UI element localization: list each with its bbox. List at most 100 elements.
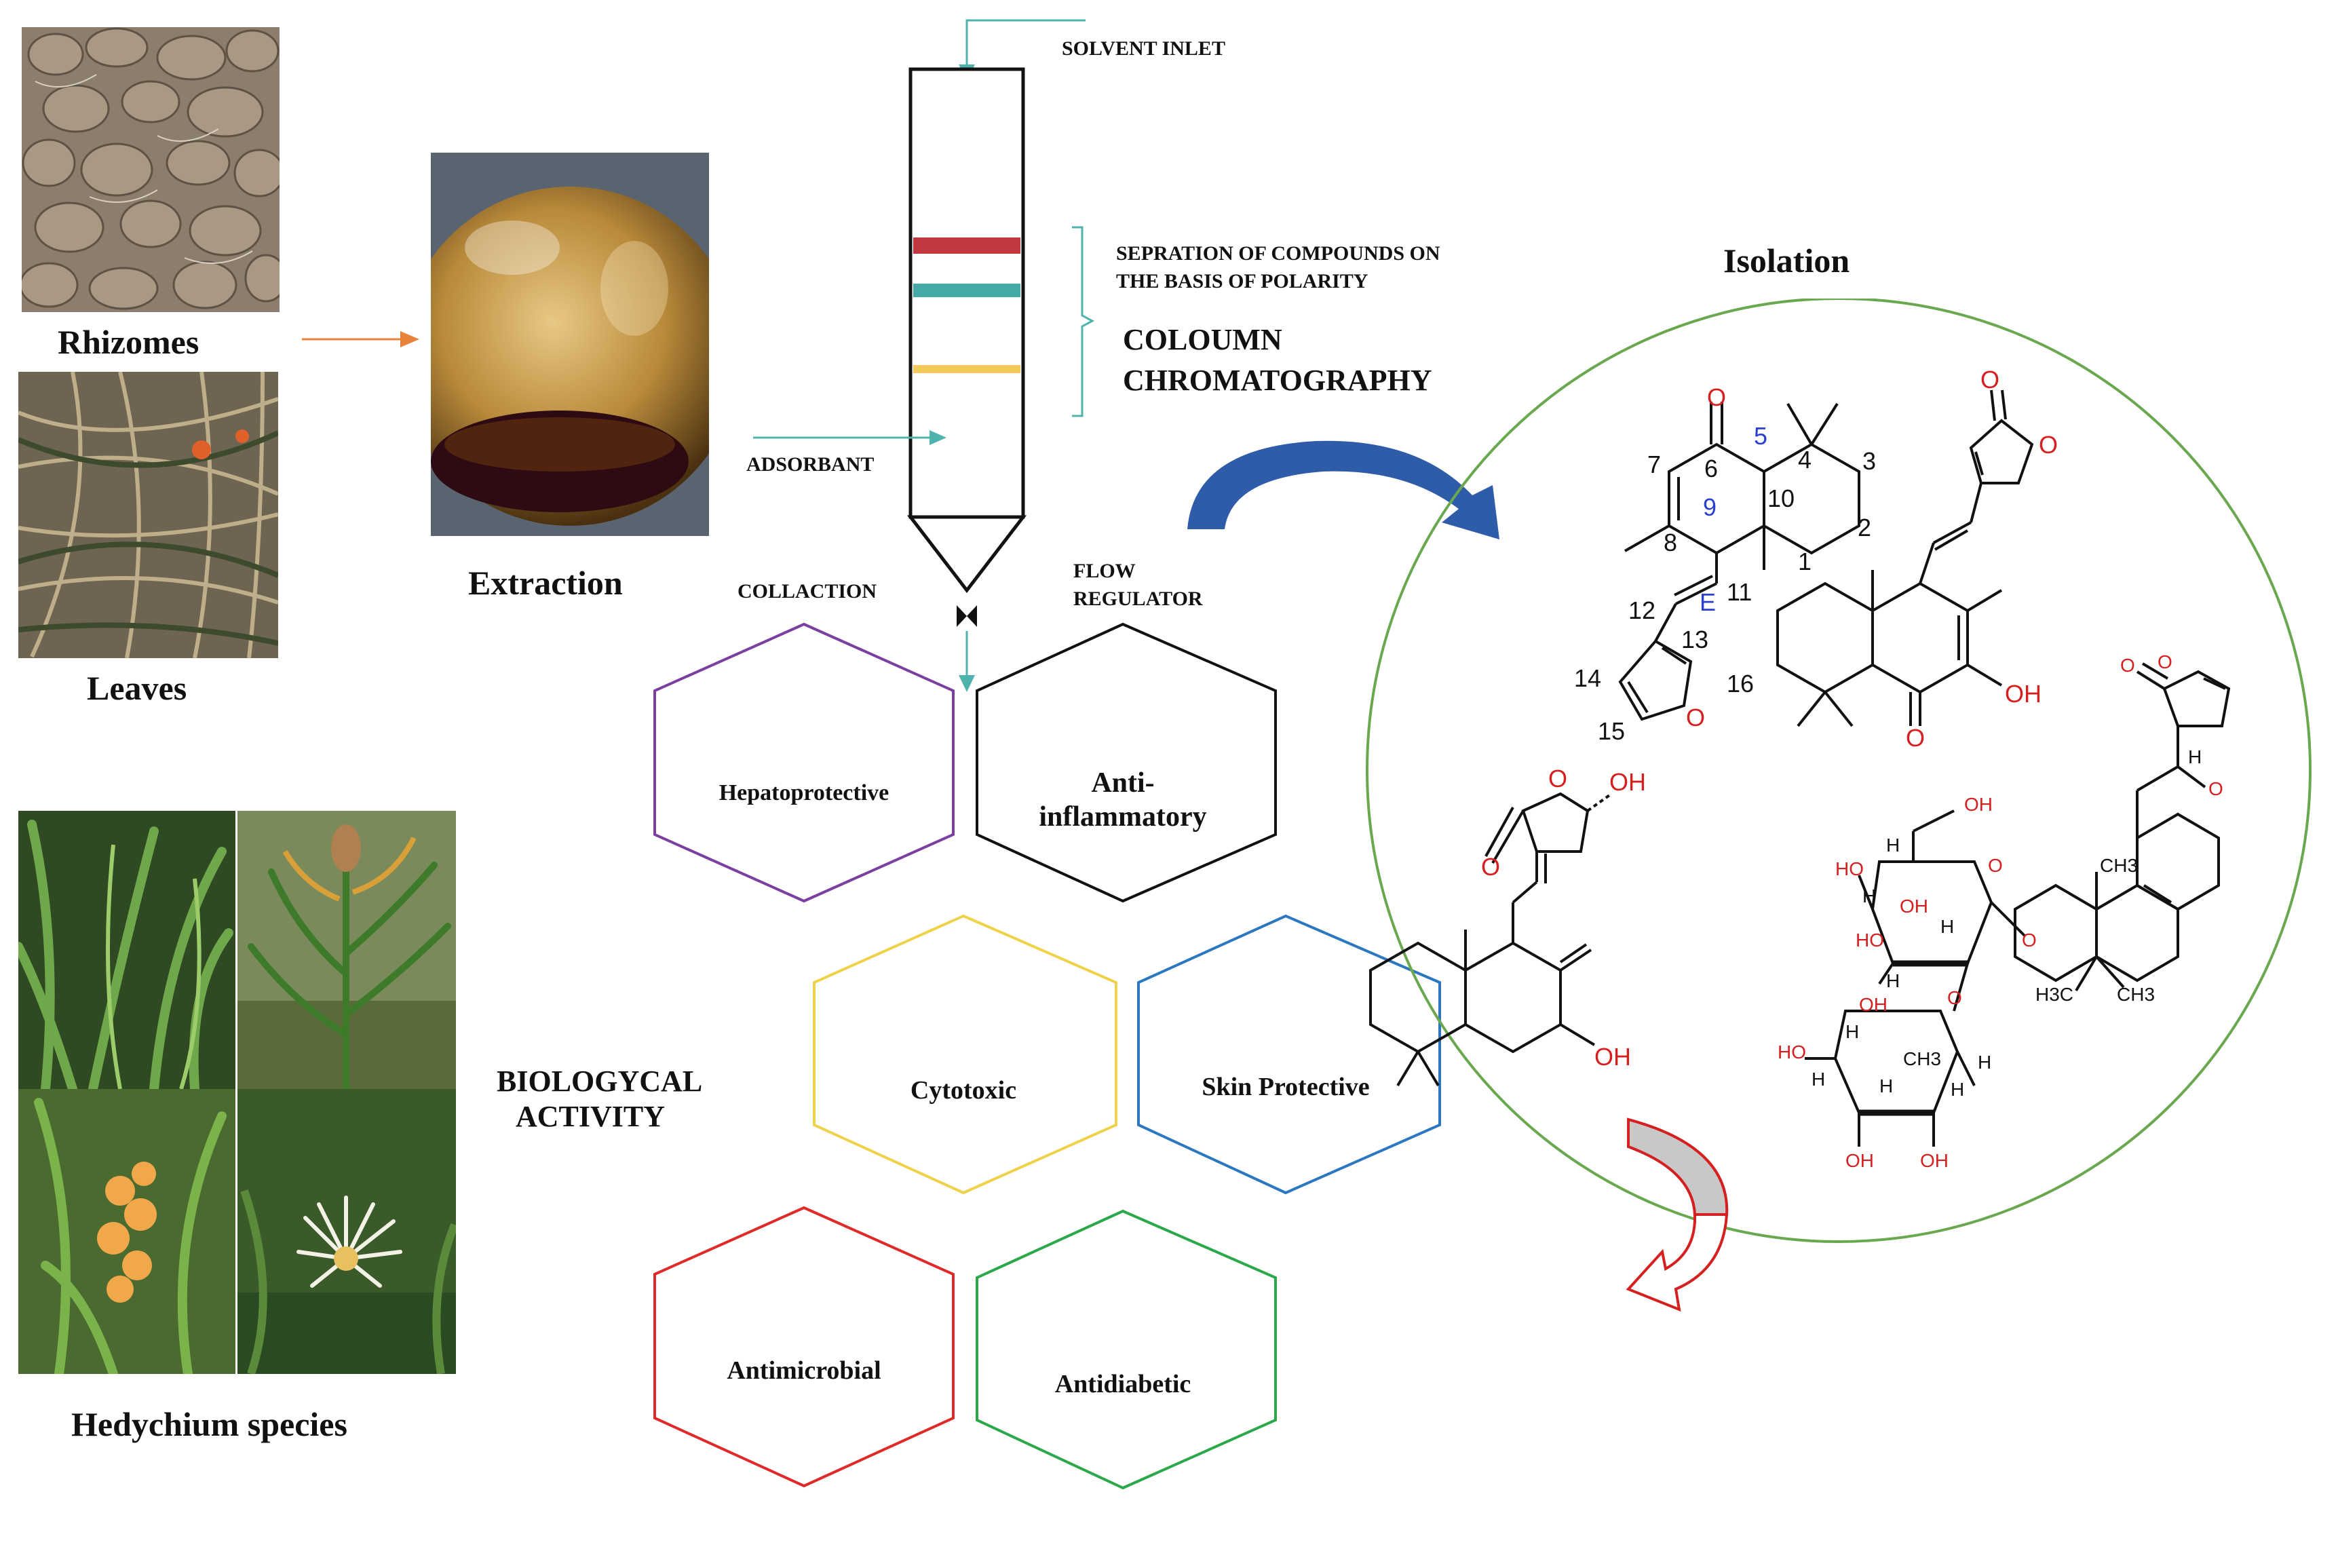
s2-hydroxyl: OH xyxy=(2005,680,2042,708)
s1-atom-7: 7 xyxy=(1647,451,1661,478)
s4-h-10: H xyxy=(2188,746,2202,767)
hex-antimicrobial xyxy=(653,1206,955,1488)
leaves-label: Leaves xyxy=(87,669,187,707)
rhizomes-photo xyxy=(22,27,280,312)
s3-ring-o: O xyxy=(1548,765,1567,792)
s4-ch3-1: CH3 xyxy=(2100,855,2138,876)
hepatoprotective-label: Hepatoprotective xyxy=(718,780,889,805)
band-red xyxy=(913,237,1020,254)
s4-ch3-3: CH3 xyxy=(2117,984,2155,1005)
s3-hydroxyl-top: OH xyxy=(1609,768,1646,796)
antimicrobial-label: Antimicrobial xyxy=(727,1356,881,1385)
s1-atom-11: 11 xyxy=(1727,578,1752,606)
s4-oh-4: HO xyxy=(1856,930,1884,951)
s4-h-7: H xyxy=(1879,1075,1893,1096)
separation-label-2: THE BASIS OF POLARITY xyxy=(1116,270,1368,292)
s4-h-3: H xyxy=(1940,916,1954,937)
adsorbant-label: ADSORBANT xyxy=(746,453,875,476)
structure-4 xyxy=(1805,662,2231,1147)
hedychium-photo-2 xyxy=(237,811,456,1089)
s1-atom-13: 13 xyxy=(1681,626,1708,653)
s4-h-5: H xyxy=(1845,1021,1859,1042)
s1-atom-16: 16 xyxy=(1727,670,1754,697)
s1-atom-5: 5 xyxy=(1754,422,1767,450)
biological-activity-label-1: BIOLOGYCAL xyxy=(497,1065,703,1098)
s2-ketone-o: O xyxy=(1906,724,1925,752)
s1-atom-6: 6 xyxy=(1704,455,1718,482)
solvent-inlet-label: SOLVENT INLET xyxy=(1062,37,1225,60)
structure-3 xyxy=(1369,792,1613,1087)
extraction-label: Extraction xyxy=(468,564,623,602)
s4-h3c: H3C xyxy=(2035,984,2073,1005)
chromatography-column xyxy=(906,19,1086,692)
s1-stereo-e: E xyxy=(1700,588,1716,616)
s1-atom-10: 10 xyxy=(1767,484,1795,512)
structure-2 xyxy=(1776,389,2034,727)
s1-atom-14: 14 xyxy=(1574,664,1601,692)
s4-oh-8: OH xyxy=(1920,1150,1949,1171)
s3-hydroxyl-bottom: OH xyxy=(1594,1043,1631,1071)
s4-h-2: H xyxy=(1862,885,1876,906)
s4-h-8: H xyxy=(1951,1079,1964,1100)
s4-h-1: H xyxy=(1886,835,1900,856)
s4-o-4: O xyxy=(1988,855,2003,876)
s4-oh-2: HO xyxy=(1835,858,1864,879)
column-label-2: CHROMATOGRAPHY xyxy=(1123,364,1432,397)
solvent-inlet-arrow xyxy=(965,19,1086,68)
flow-regulator-label-2: REGULATOR xyxy=(1073,588,1203,610)
structure-1 xyxy=(1618,402,1860,721)
s4-o-6: O xyxy=(1947,987,1962,1008)
hex-antidiabetic xyxy=(976,1209,1277,1490)
bracket xyxy=(1072,226,1095,417)
column-label-1: COLOUMN xyxy=(1123,323,1282,356)
band-yellow xyxy=(913,365,1020,373)
s4-oh-3: OH xyxy=(1900,896,1928,917)
hex-anti-inflammatory xyxy=(976,622,1277,903)
flow-regulator-label-1: FLOW xyxy=(1073,560,1136,582)
hedychium-photo-4 xyxy=(237,1089,456,1374)
anti-inflammatory-label-1: Anti- xyxy=(1091,767,1155,799)
s2-carbonyl-o: O xyxy=(1980,366,1999,394)
s4-o-5: O xyxy=(2022,930,2037,951)
s3-carbonyl-o: O xyxy=(1481,853,1500,881)
s4-o-1: O xyxy=(2158,651,2172,672)
isolation-label: Isolation xyxy=(1723,242,1850,280)
s4-oh-5: OH xyxy=(1859,994,1887,1015)
s1-atom-9: 9 xyxy=(1703,493,1717,521)
extraction-photo xyxy=(431,153,709,536)
s4-o-3: O xyxy=(2208,778,2223,799)
s2-ring-o: O xyxy=(2039,431,2058,459)
cytotoxic-label: Cytotoxic xyxy=(910,1076,1017,1105)
structure-3-labels: O O OH OH xyxy=(1481,765,1646,1071)
s4-h-9: H xyxy=(1978,1052,1991,1073)
s4-h-6: H xyxy=(1812,1069,1825,1090)
s1-atom-15: 15 xyxy=(1598,717,1625,745)
s1-atom-12: 12 xyxy=(1628,596,1655,624)
s1-furan-o: O xyxy=(1686,704,1705,731)
s4-o-2: O xyxy=(2120,655,2135,676)
skin-protective-label: Skin Protective xyxy=(1202,1073,1370,1101)
s1-atom-4: 4 xyxy=(1798,446,1812,474)
hex-skin-protective xyxy=(1137,914,1441,1195)
s4-ch3-2: CH3 xyxy=(1903,1048,1941,1069)
rhizomes-label: Rhizomes xyxy=(58,323,199,361)
antidiabetic-label: Antidiabetic xyxy=(1054,1370,1191,1398)
s1-atom-3: 3 xyxy=(1862,447,1876,475)
adsorbant-arrow xyxy=(753,430,946,445)
isolation-circle: O 7 6 5 4 3 10 2 9 8 1 11 12 E 13 14 16 … xyxy=(1366,299,2312,1243)
leaves-photo xyxy=(18,372,278,658)
s1-carbonyl-o: O xyxy=(1707,383,1726,411)
s1-atom-2: 2 xyxy=(1858,514,1871,541)
hex-hepatoprotective xyxy=(653,622,955,903)
red-curved-arrow xyxy=(1626,1117,1729,1312)
collaction-label: COLLACTION xyxy=(737,580,877,603)
hedychium-label: Hedychium species xyxy=(71,1405,347,1443)
orange-arrow xyxy=(302,331,419,347)
hedychium-photo-3 xyxy=(18,1089,235,1374)
s1-atom-1: 1 xyxy=(1798,548,1812,575)
s4-h-4: H xyxy=(1886,970,1900,991)
anti-inflammatory-label-2: inflammatory xyxy=(1039,801,1207,833)
structure-2-labels: O O O OH xyxy=(1906,366,2058,752)
s4-oh-6: HO xyxy=(1778,1041,1806,1063)
activity-hexagons xyxy=(653,622,1441,1490)
